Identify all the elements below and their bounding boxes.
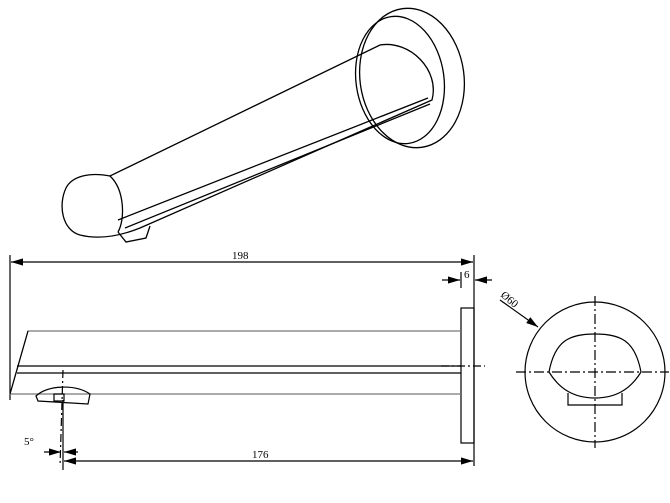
dim-angle-label: 5° <box>24 436 34 448</box>
end-view <box>499 296 669 448</box>
spout-body <box>61 43 434 238</box>
aerator-end <box>567 393 623 406</box>
dim-diameter-label: Ø60 <box>498 289 521 311</box>
aerator-side <box>35 386 91 405</box>
flange <box>460 307 475 444</box>
side-view <box>9 255 492 470</box>
spout-tip <box>109 175 124 233</box>
flange-back <box>358 7 466 149</box>
spout-profile <box>548 333 642 399</box>
spout-outline <box>9 330 461 395</box>
dim-198-label: 198 <box>232 250 249 262</box>
dim-6-label: 6 <box>464 269 470 281</box>
spout-edge <box>117 97 429 221</box>
spout-edge-2 <box>124 103 431 229</box>
isometric-view <box>61 7 466 243</box>
flange-front <box>354 15 446 145</box>
aerator <box>117 225 151 243</box>
dim-176-label: 176 <box>252 449 269 461</box>
